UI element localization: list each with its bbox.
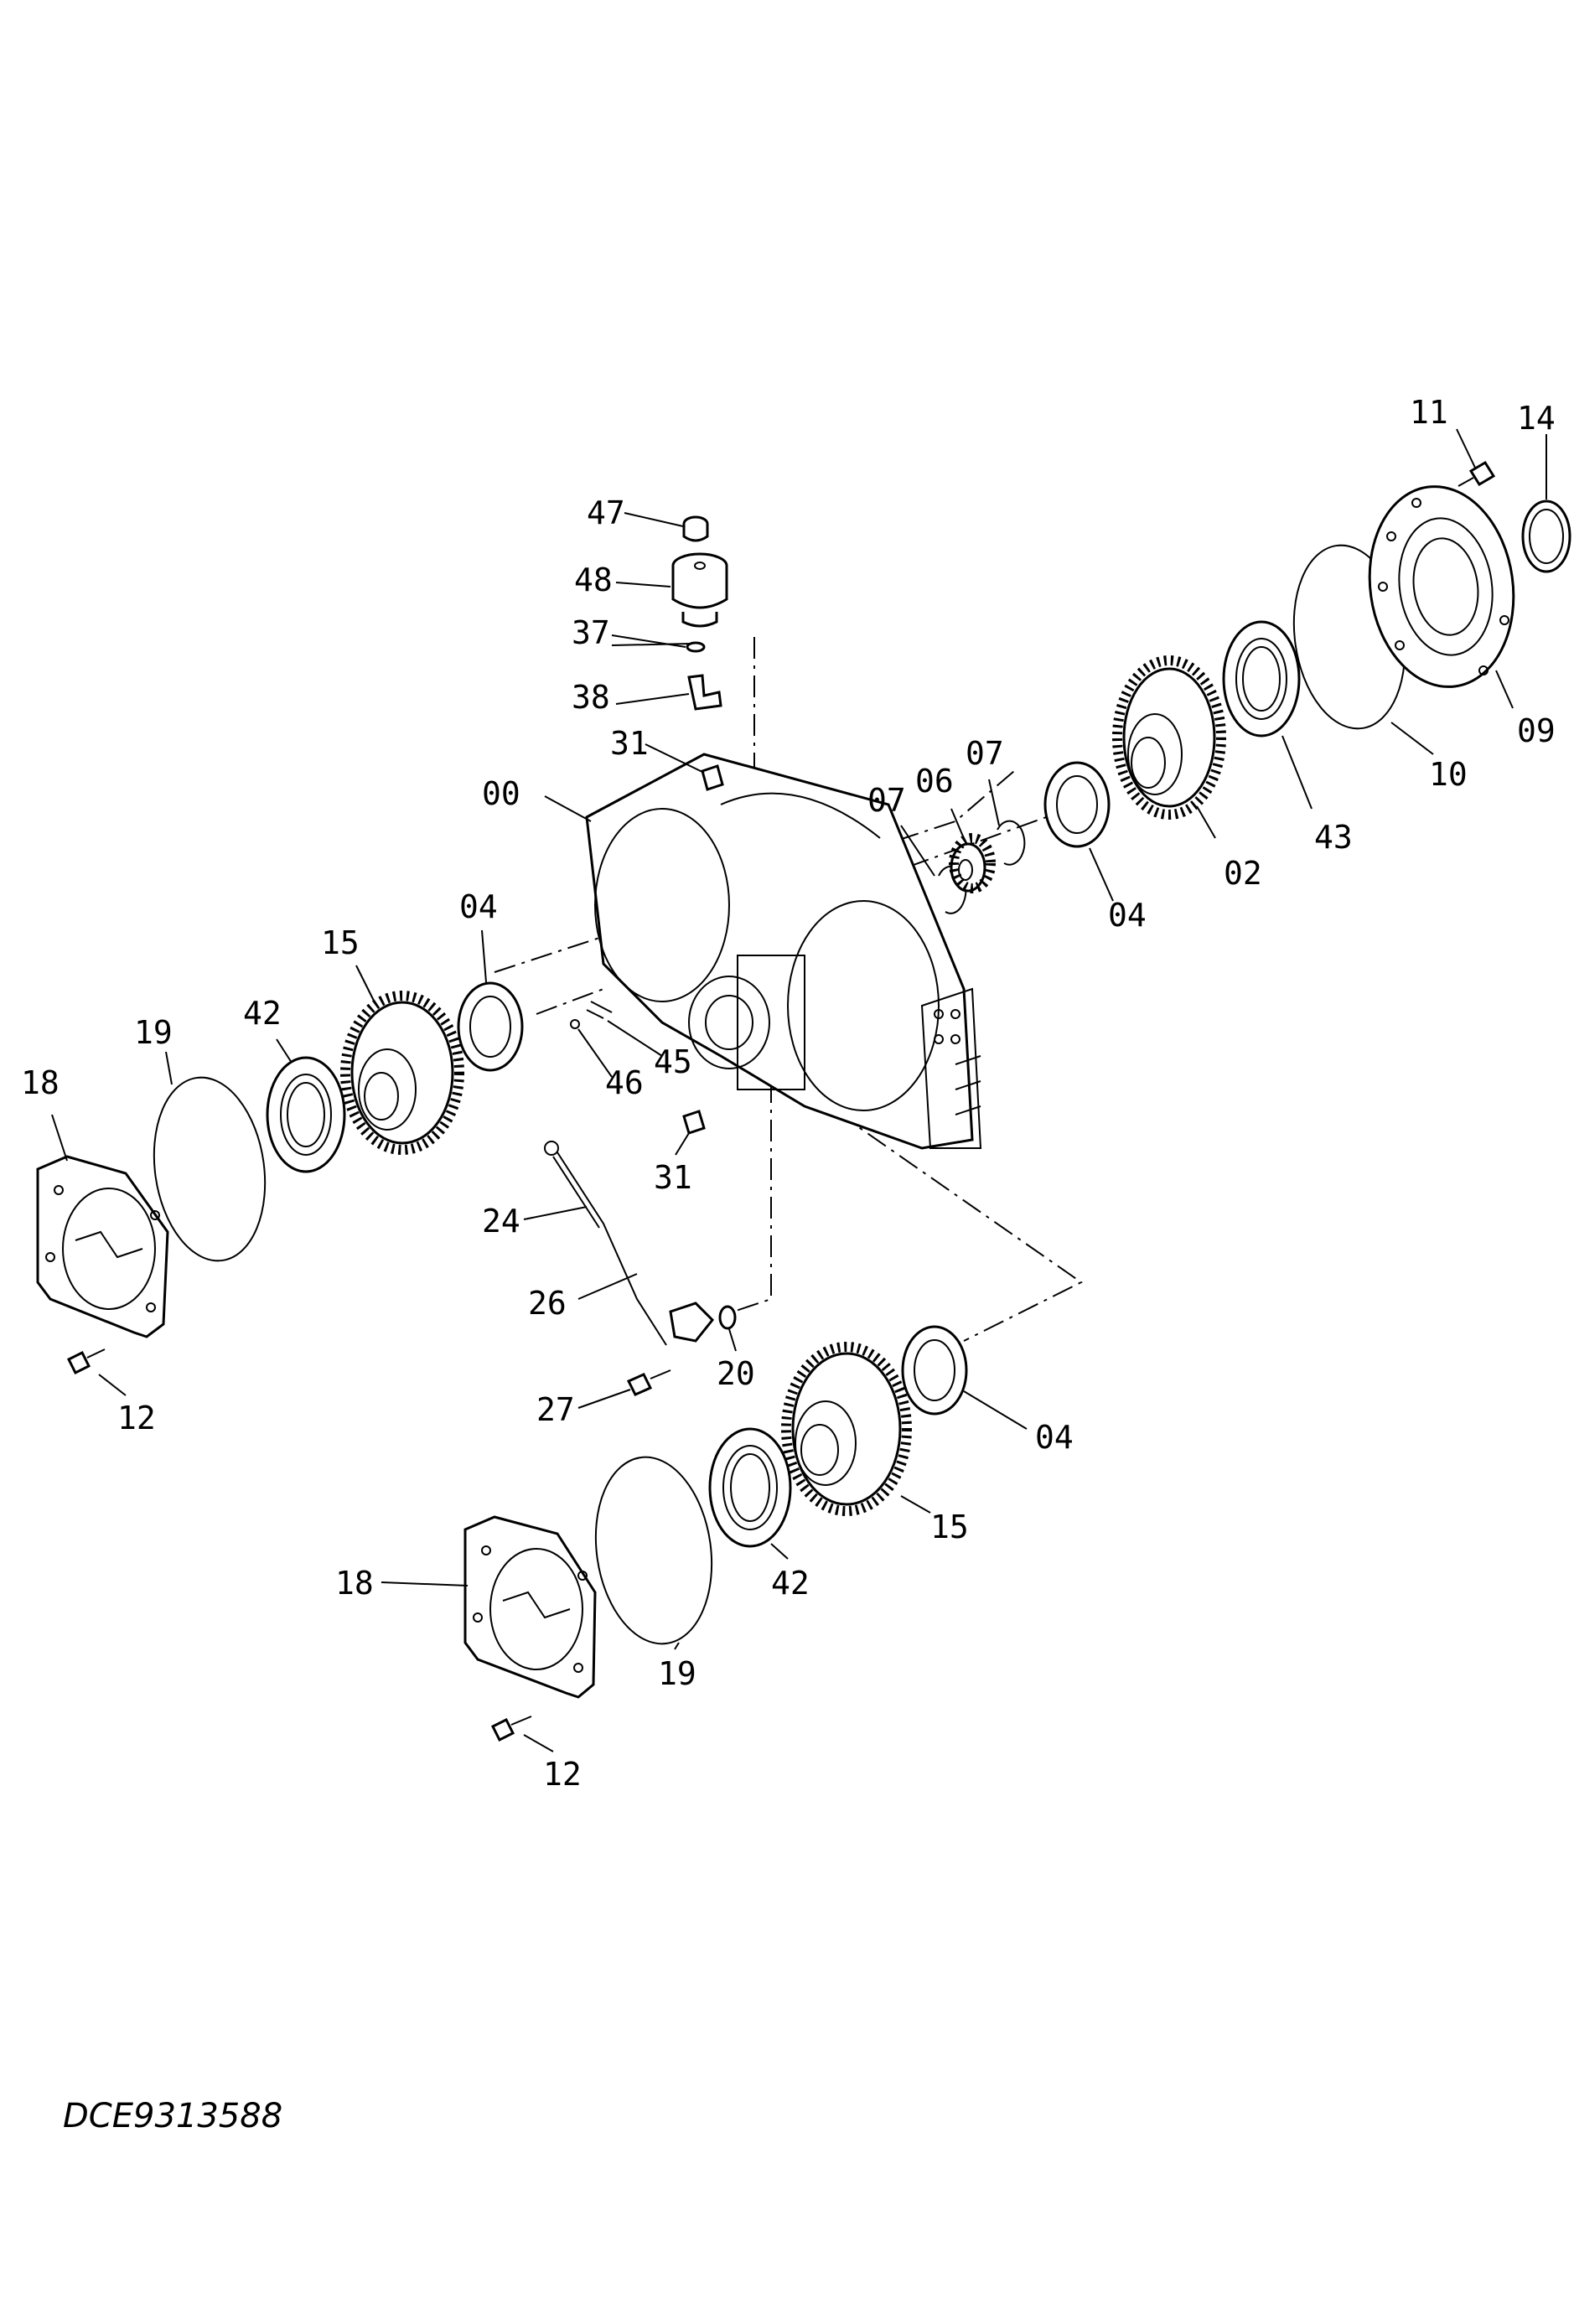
- label-48: 48: [574, 562, 613, 598]
- o-ring-small: [686, 641, 706, 653]
- oil-seal-14: [1521, 499, 1571, 573]
- label-09: 09: [1517, 712, 1556, 749]
- pin-45: [586, 1001, 613, 1019]
- snap-ring-right: [997, 820, 1026, 866]
- label-10: 10: [1429, 756, 1468, 793]
- o-ring-19-lower: [594, 1456, 713, 1645]
- label-14: 14: [1517, 400, 1556, 437]
- label-46: 46: [605, 1064, 644, 1101]
- label-02: 02: [1224, 855, 1262, 892]
- part-labels: 47 48 37 38 31 00 07 06 07 04 02 43 10 0…: [21, 394, 1556, 1793]
- gear-case-housing: [585, 753, 982, 1150]
- label-07-left: 07: [867, 782, 906, 819]
- drawing-code: DCE9313588: [63, 2097, 282, 2135]
- bearing-04-left: [457, 981, 524, 1072]
- drive-gear-15-upper: [340, 991, 464, 1155]
- label-20: 20: [717, 1355, 755, 1392]
- bolt-12-upper: [66, 1348, 106, 1375]
- pin-46: [570, 1019, 580, 1029]
- bearing-42-lower: [708, 1427, 792, 1548]
- o-ring-19-upper: [153, 1076, 267, 1262]
- level-gauge: [544, 1141, 667, 1346]
- drive-gear-15-lower: [781, 1342, 912, 1516]
- label-12-upper: 12: [117, 1400, 156, 1436]
- label-11: 11: [1410, 394, 1448, 431]
- label-37: 37: [572, 614, 610, 651]
- label-45: 45: [654, 1043, 692, 1080]
- bearing-04-right: [1043, 761, 1111, 848]
- label-42-upper: 42: [243, 995, 282, 1032]
- cover-18-lower: [463, 1515, 597, 1699]
- cover-18-upper: [36, 1155, 169, 1338]
- bearing-04-lower: [901, 1325, 968, 1416]
- label-12-lower: 12: [543, 1756, 582, 1793]
- bolt-11: [1458, 460, 1496, 487]
- gauge-bracket: [669, 1302, 715, 1343]
- label-24: 24: [482, 1203, 520, 1240]
- label-07-right: 07: [966, 735, 1004, 772]
- bearing-43: [1222, 620, 1301, 738]
- label-43: 43: [1314, 819, 1353, 856]
- label-06: 06: [915, 763, 954, 800]
- elbow-fitting: [687, 674, 722, 711]
- label-19-lower: 19: [658, 1655, 696, 1692]
- leader-lines: [51, 428, 1547, 1752]
- breather-cap: [682, 515, 709, 542]
- label-15-lower: 15: [930, 1509, 969, 1545]
- output-gear-02: [1112, 655, 1226, 820]
- label-26: 26: [528, 1285, 567, 1322]
- breather-body: [671, 552, 728, 628]
- label-38: 38: [572, 679, 610, 716]
- cover-09: [1368, 485, 1515, 688]
- label-04-lower: 04: [1035, 1419, 1074, 1456]
- label-04-right: 04: [1108, 897, 1147, 934]
- bolt-27: [626, 1369, 671, 1396]
- o-ring-20: [718, 1305, 737, 1330]
- plug-lower: [682, 1110, 706, 1135]
- label-31-lower: 31: [654, 1159, 692, 1196]
- label-19-upper: 19: [134, 1014, 173, 1051]
- label-18-lower: 18: [335, 1565, 374, 1602]
- label-42-lower: 42: [771, 1565, 810, 1602]
- pinion-gear-small: [949, 833, 996, 893]
- label-31-upper: 31: [610, 725, 649, 762]
- label-18-upper: 18: [21, 1064, 60, 1101]
- bolt-12-lower: [490, 1716, 532, 1742]
- label-00: 00: [482, 775, 520, 812]
- plug-upper: [701, 764, 724, 791]
- label-15-upper: 15: [321, 924, 360, 961]
- label-27: 27: [536, 1391, 575, 1428]
- label-04-left: 04: [459, 888, 498, 925]
- bearing-42-upper: [266, 1056, 346, 1173]
- label-47: 47: [587, 494, 625, 531]
